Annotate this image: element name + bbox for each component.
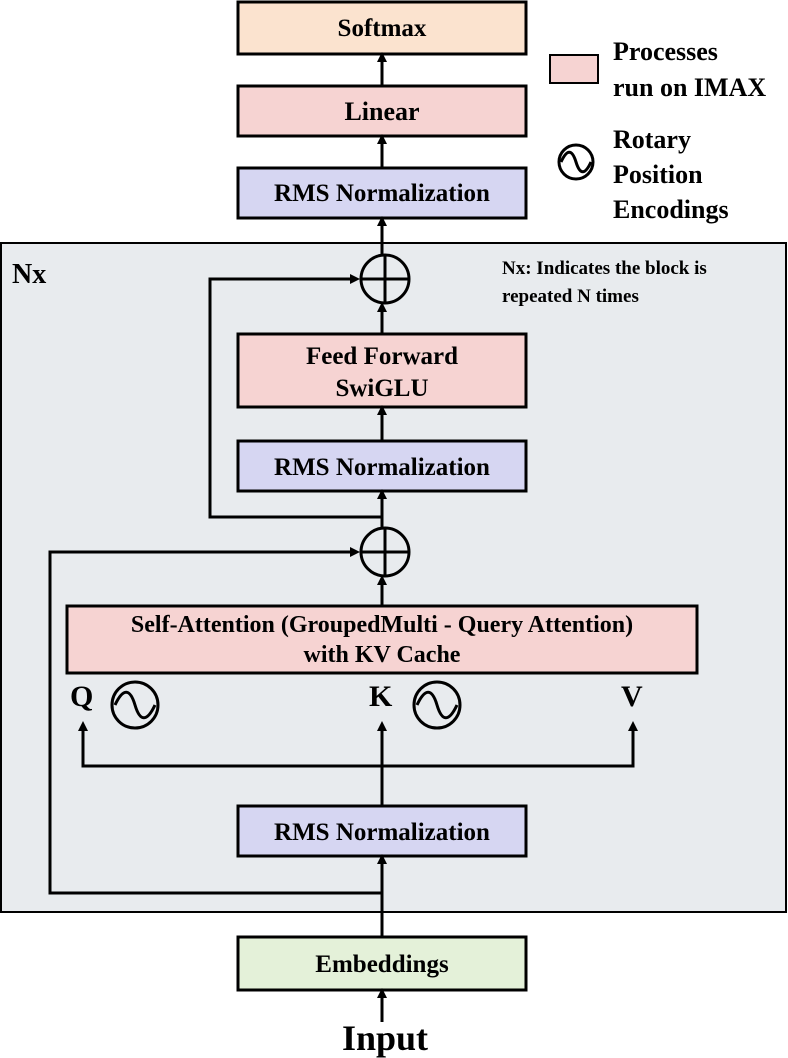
legend-rope-line3: Encodings — [613, 195, 729, 224]
feed-forward-label: Feed Forward — [306, 343, 458, 370]
legend-imax-line1: Processes — [613, 37, 718, 66]
legend-rope-line1: Rotary — [613, 125, 691, 154]
self-attention-label: Self-Attention (GroupedMulti - Query Att… — [131, 612, 633, 638]
linear-label: Linear — [344, 97, 419, 126]
kv-cache-label: with KV Cache — [304, 642, 461, 668]
rms-normalization-bottom-box — [236, 804, 528, 858]
rms-normalization-middle-box — [236, 439, 528, 493]
self-attention-box — [65, 604, 699, 675]
legend-imax-swatch — [549, 54, 599, 84]
nx-label: Nx — [12, 259, 46, 290]
embeddings-label: Embeddings — [315, 951, 449, 978]
softmax-label: Softmax — [338, 15, 427, 42]
k-label: K — [369, 680, 393, 713]
rms-normalization-middle-label: RMS Normalization — [274, 454, 490, 481]
rms-normalization-bottom-label: RMS Normalization — [274, 819, 490, 846]
rms-normalization-top-label: RMS Normalization — [274, 180, 490, 207]
nx-note-line1: Nx: Indicates the block is — [502, 258, 707, 279]
legend-imax-line2: run on IMAX — [613, 73, 766, 102]
q-label: Q — [70, 680, 93, 713]
residual-add-bottom-icon — [359, 526, 411, 578]
swiglu-label: SwiGLU — [335, 375, 428, 402]
legend-rope-line2: Position — [613, 160, 703, 189]
rotary-k-icon — [412, 680, 462, 730]
v-label: V — [621, 680, 643, 713]
input-label: Input — [342, 1018, 428, 1058]
nx-note-line2: repeated N times — [502, 286, 639, 307]
residual-add-top-icon — [359, 253, 411, 305]
connector-lines — [48, 52, 638, 1022]
rotary-q-icon — [110, 680, 160, 730]
rms-normalization-top-box — [236, 166, 528, 220]
legend-rotary-icon — [557, 143, 595, 181]
